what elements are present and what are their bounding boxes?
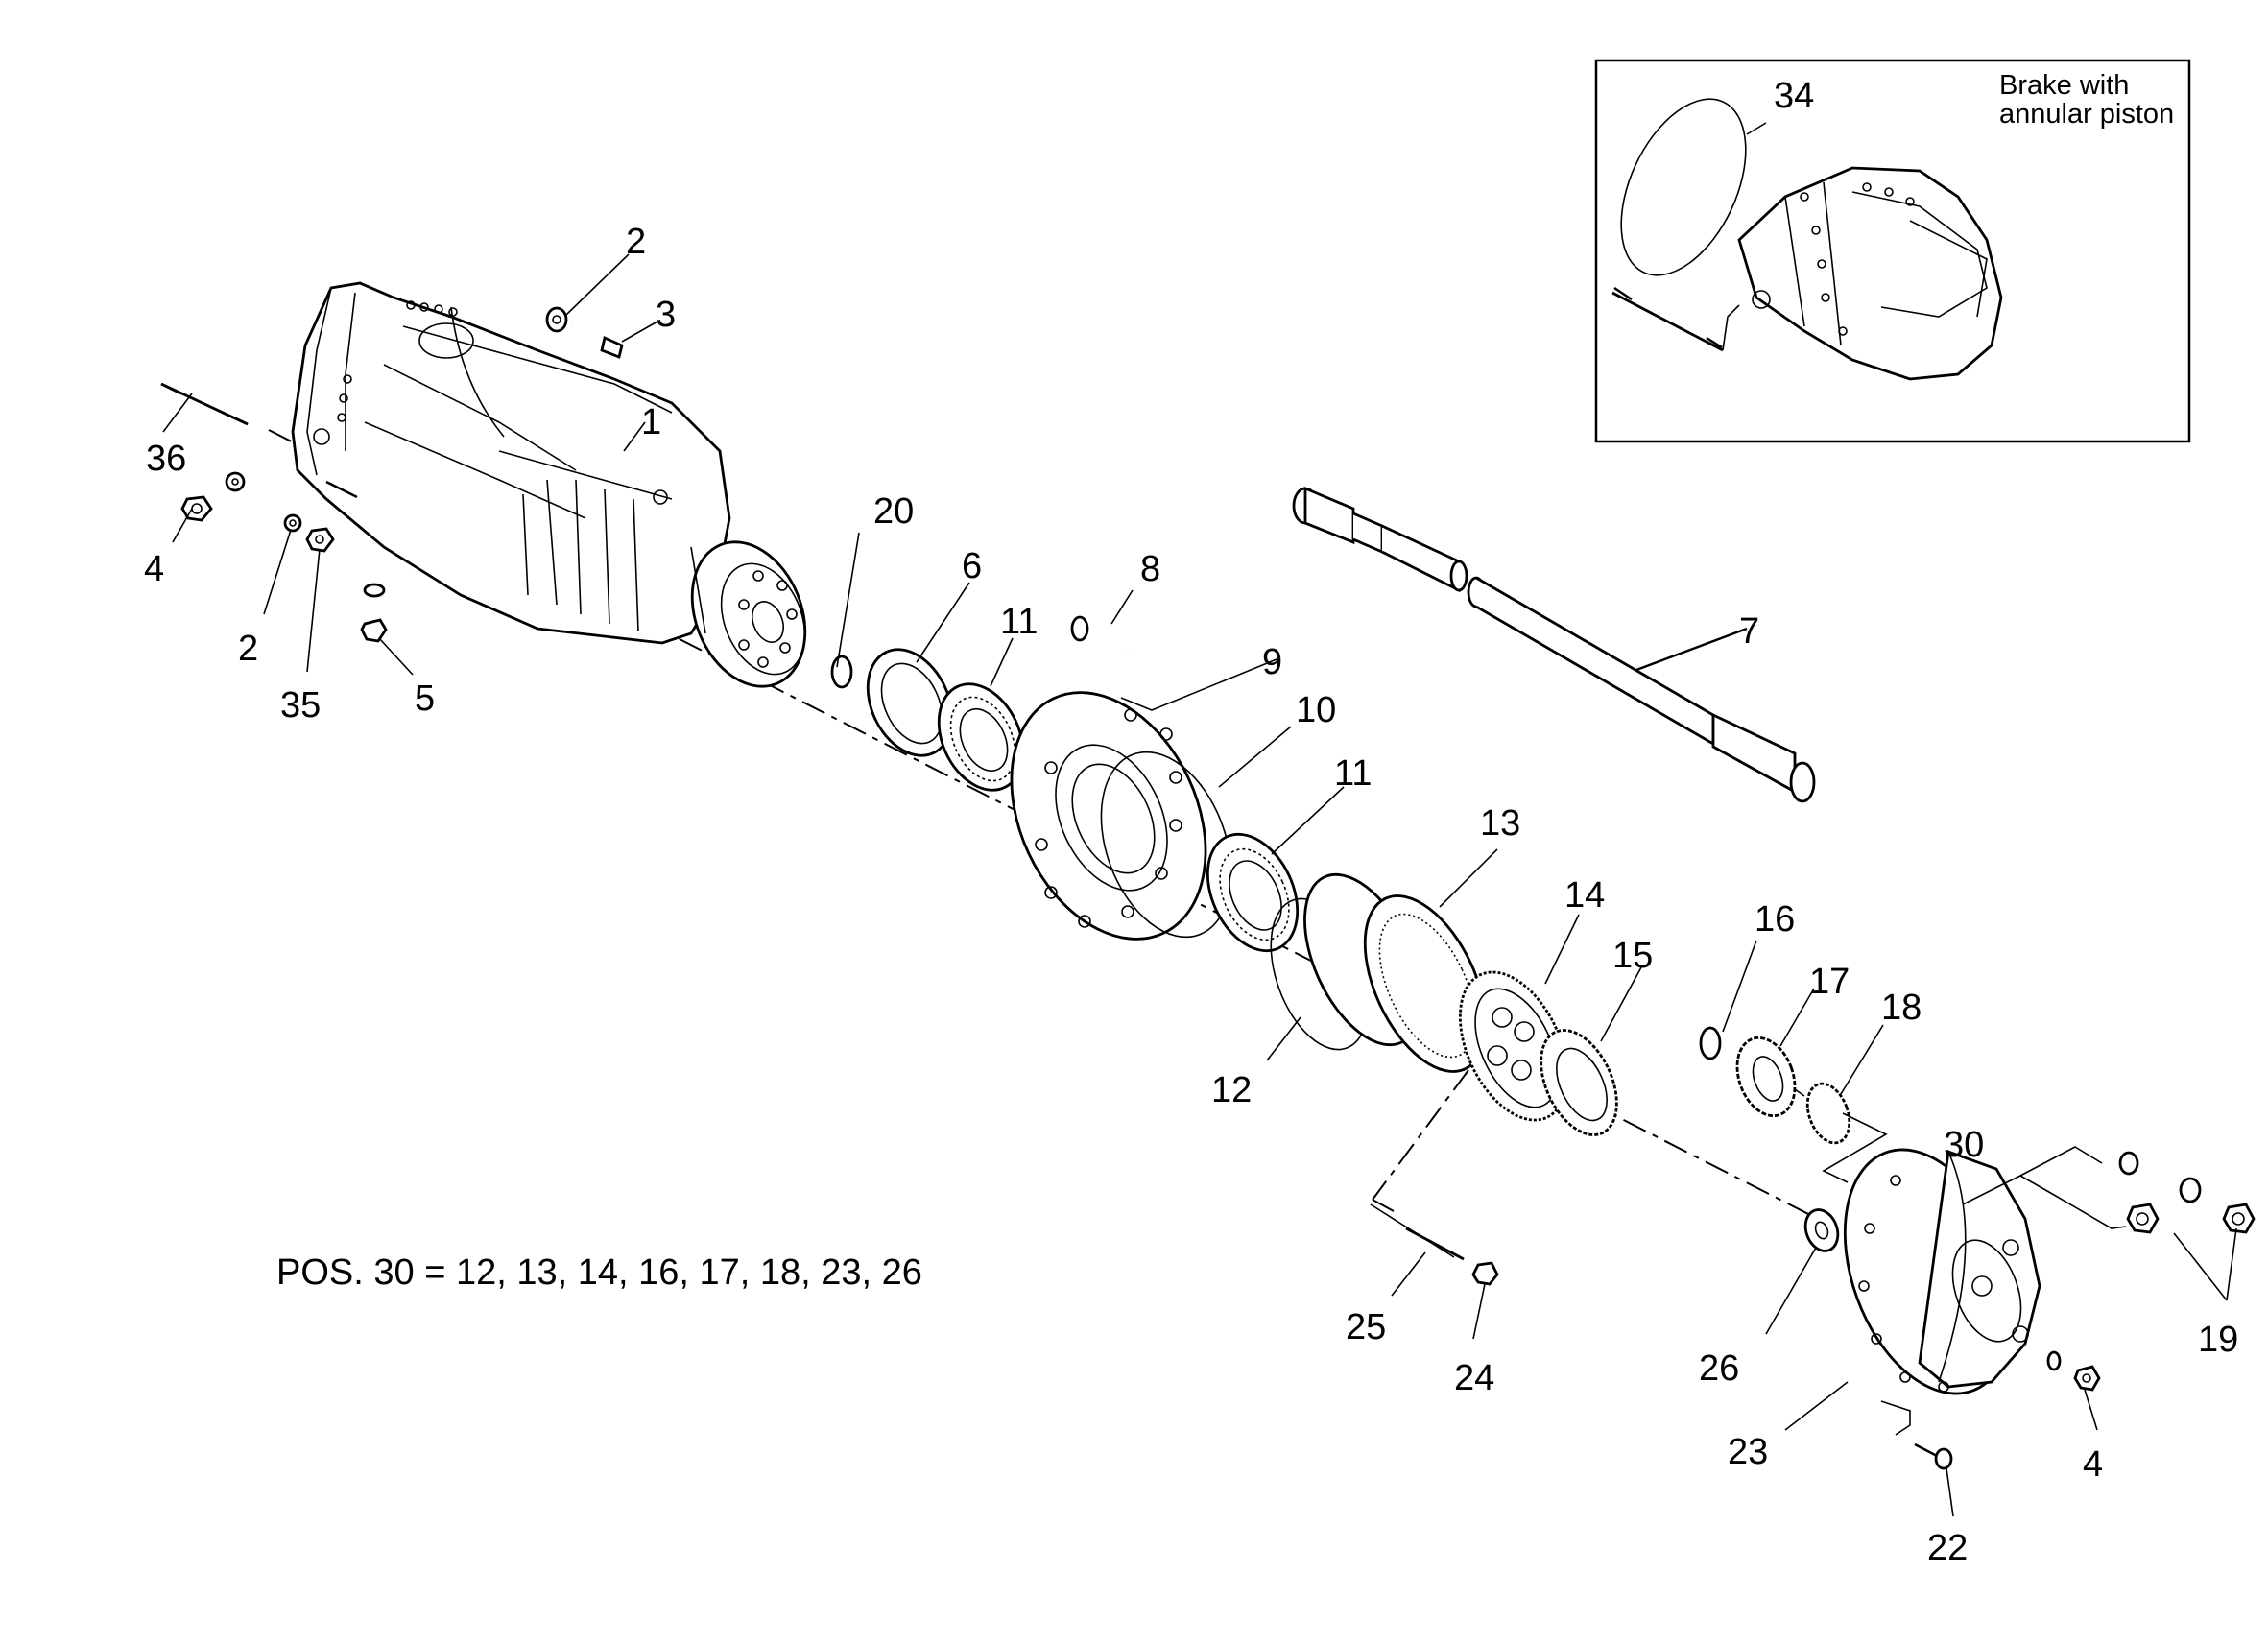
callout-23: 23 (1728, 1432, 1768, 1472)
part-19-washers-nuts (1962, 1146, 2256, 1234)
callout-8: 8 (1140, 549, 1160, 589)
callout-2-top: 2 (626, 222, 646, 262)
leader-lines (162, 253, 2237, 1517)
callout-10: 10 (1296, 690, 1336, 730)
callout-3: 3 (656, 295, 676, 335)
housing-small-parts (160, 306, 624, 643)
callout-19: 19 (2198, 1320, 2238, 1360)
seal-and-bearings (830, 615, 1300, 953)
callout-30: 30 (1944, 1125, 1984, 1165)
callout-35: 35 (280, 685, 321, 726)
callout-26: 26 (1699, 1348, 1739, 1389)
callout-7: 7 (1739, 611, 1759, 652)
stud-and-nut (1370, 1203, 1499, 1286)
annular-piston-ring (1620, 98, 1747, 276)
callout-15: 15 (1612, 936, 1653, 976)
callout-24: 24 (1454, 1358, 1494, 1398)
callout-4-right: 4 (2083, 1444, 2103, 1485)
callout-4-left: 4 (144, 549, 164, 589)
callout-18: 18 (1881, 988, 1922, 1028)
callout-12: 12 (1211, 1070, 1252, 1110)
callout-25: 25 (1346, 1307, 1386, 1347)
callout-labels: 2 3 1 36 4 2 35 5 20 6 11 8 7 9 10 11 13… (144, 222, 2238, 1568)
brake-housing-drawing (1737, 166, 2003, 381)
callout-13: 13 (1480, 803, 1520, 844)
inset-title-line2: annular piston (1999, 99, 2174, 130)
callout-11-first: 11 (1000, 602, 1038, 642)
brake-stud-drawing (1611, 286, 1740, 352)
planet-gears (1699, 1026, 1888, 1183)
callout-11-second: 11 (1334, 753, 1372, 794)
callout-16: 16 (1755, 899, 1795, 940)
callout-14: 14 (1564, 875, 1605, 916)
callout-1: 1 (641, 402, 661, 442)
inset-title-line1: Brake with (1999, 70, 2129, 101)
drive-shaft-drawing (1292, 486, 1816, 803)
callout-17: 17 (1809, 962, 1850, 1002)
position-30-note: POS. 30 = 12, 13, 14, 16, 17, 18, 23, 26 (276, 1252, 922, 1293)
inset-brake-annular-piston: Brake with annular piston 34 (1594, 59, 2191, 443)
callout-20: 20 (873, 491, 914, 532)
callout-9: 9 (1262, 642, 1282, 682)
callout-6: 6 (962, 546, 982, 586)
planetary-parts (1270, 872, 1618, 1136)
callout-34: 34 (1774, 76, 1814, 116)
axle-housing-drawing (291, 281, 807, 688)
callout-36: 36 (146, 439, 186, 479)
planetary-housing-cover (1803, 1148, 2101, 1470)
callout-22: 22 (1927, 1528, 1968, 1568)
callout-2-bottom: 2 (238, 629, 258, 669)
callout-5: 5 (415, 679, 435, 719)
